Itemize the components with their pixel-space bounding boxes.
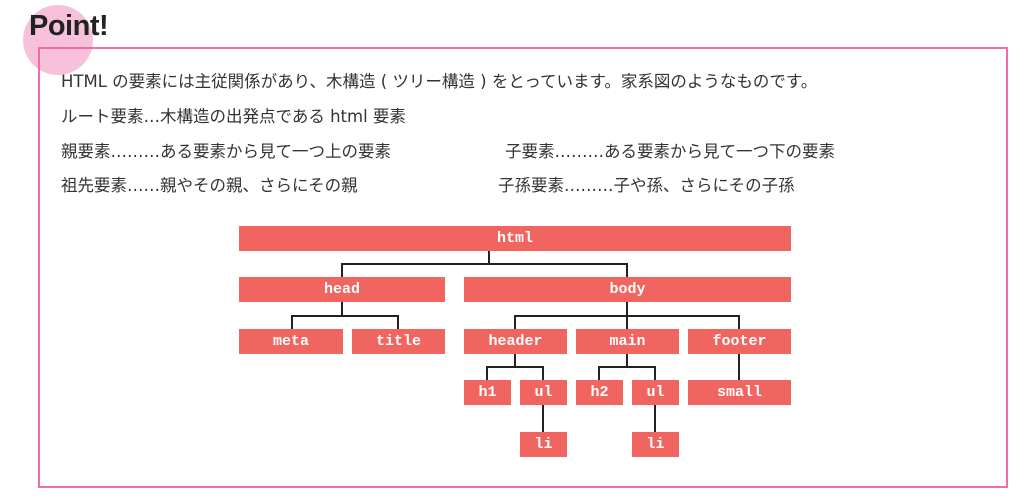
decorative-circle bbox=[23, 5, 93, 75]
node-title: title bbox=[352, 329, 445, 354]
node-main: main bbox=[576, 329, 679, 354]
point-heading: Point! bbox=[29, 10, 109, 42]
node-h2: h2 bbox=[576, 380, 623, 405]
node-body: body bbox=[464, 277, 791, 302]
descendant-element-text: 子孫要素………子や孫、さらにその子孫 bbox=[498, 176, 795, 195]
node-li-main: li bbox=[632, 432, 679, 457]
child-element-text: 子要素………ある要素から見て一つ下の要素 bbox=[505, 142, 835, 161]
ancestor-element-text: 祖先要素……親やその親、さらにその親 bbox=[61, 176, 358, 195]
node-html: html bbox=[239, 226, 791, 251]
node-h1: h1 bbox=[464, 380, 511, 405]
parent-element-text: 親要素………ある要素から見て一つ上の要素 bbox=[61, 142, 391, 161]
content-frame bbox=[38, 47, 1008, 488]
intro-text: HTML の要素には主従関係があり、木構造 ( ツリー構造 ) をとっています。… bbox=[61, 72, 818, 91]
node-ul-main: ul bbox=[632, 380, 679, 405]
node-head: head bbox=[239, 277, 445, 302]
node-small: small bbox=[688, 380, 791, 405]
node-footer: footer bbox=[688, 329, 791, 354]
root-element-text: ルート要素…木構造の出発点である html 要素 bbox=[61, 107, 406, 126]
node-meta: meta bbox=[239, 329, 343, 354]
node-li-header: li bbox=[520, 432, 567, 457]
node-ul-header: ul bbox=[520, 380, 567, 405]
node-header: header bbox=[464, 329, 567, 354]
